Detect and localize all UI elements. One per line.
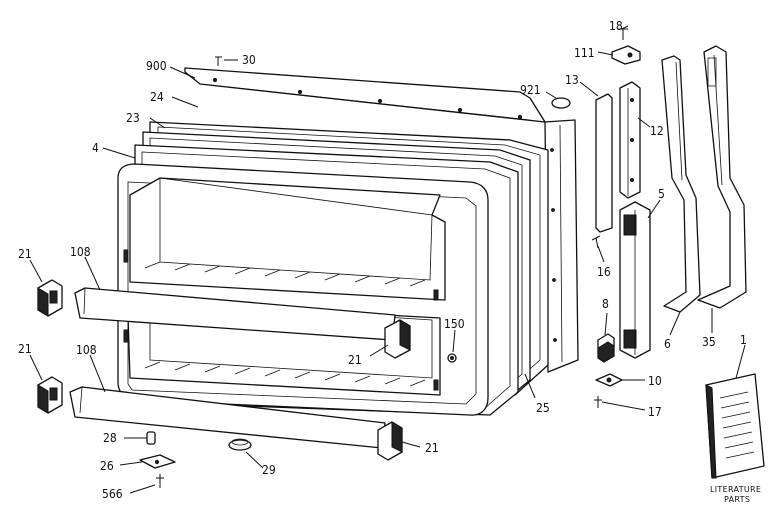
literature-parts-line1: LITERATURE: [710, 485, 761, 494]
label-25: 25: [536, 401, 550, 415]
label-921: 921: [520, 83, 541, 97]
label-30: 30: [242, 53, 256, 67]
label-21-right-upper: 21: [348, 353, 362, 367]
screw-17: [594, 396, 602, 408]
bracket-111: [611, 45, 641, 65]
label-108-lower: 108: [76, 343, 97, 357]
label-24: 24: [150, 90, 164, 104]
label-28: 28: [103, 431, 117, 445]
hinge-rail-12: [619, 81, 641, 199]
door-liner: [117, 163, 489, 416]
clip-10: [595, 373, 623, 387]
label-10: 10: [648, 374, 662, 388]
leader-lines: [29, 25, 746, 494]
label-900: 900: [146, 59, 167, 73]
screw-30: [215, 56, 222, 66]
end-cap-right-lower: [377, 421, 403, 461]
stop-8: [597, 333, 615, 363]
label-26: 26: [100, 459, 114, 473]
button-29: [228, 438, 252, 451]
label-6: 6: [664, 337, 671, 351]
door-outer-panel: [184, 67, 579, 373]
label-111: 111: [574, 46, 595, 60]
screw-566: [156, 474, 164, 488]
label-21-right-lower: 21: [425, 441, 439, 455]
end-cap-right-upper: [384, 319, 411, 359]
literature-booklet: [705, 373, 765, 479]
strip-13: [595, 93, 613, 233]
label-150: 150: [444, 317, 465, 331]
label-35: 35: [702, 335, 716, 349]
label-1: 1: [740, 333, 747, 347]
hinge-5: [619, 201, 651, 359]
plug-921: [551, 97, 571, 109]
literature-parts-line2: PARTS: [724, 495, 750, 504]
handle-35: [697, 45, 747, 309]
label-8: 8: [602, 297, 609, 311]
label-17: 17: [648, 405, 662, 419]
label-5: 5: [658, 187, 665, 201]
label-29: 29: [262, 463, 276, 477]
end-cap-left-upper: [37, 279, 63, 317]
part-number-labels: 18 111 900 30 921 13 24 12 23 4 5 21 108…: [18, 19, 761, 504]
screw-150: [447, 353, 457, 363]
label-13: 13: [565, 73, 579, 87]
label-108-upper: 108: [70, 245, 91, 259]
plug-28: [146, 431, 156, 445]
label-566: 566: [102, 487, 123, 501]
handle-6: [661, 55, 701, 313]
plate-26: [139, 454, 176, 469]
label-16: 16: [597, 265, 611, 279]
end-cap-left-lower: [37, 376, 63, 414]
label-4: 4: [92, 141, 99, 155]
screw-16: [591, 235, 601, 249]
label-18: 18: [609, 19, 623, 33]
label-23: 23: [126, 111, 140, 125]
label-21-left-upper: 21: [18, 247, 32, 261]
label-12: 12: [650, 124, 664, 138]
label-21-left-lower: 21: [18, 342, 32, 356]
